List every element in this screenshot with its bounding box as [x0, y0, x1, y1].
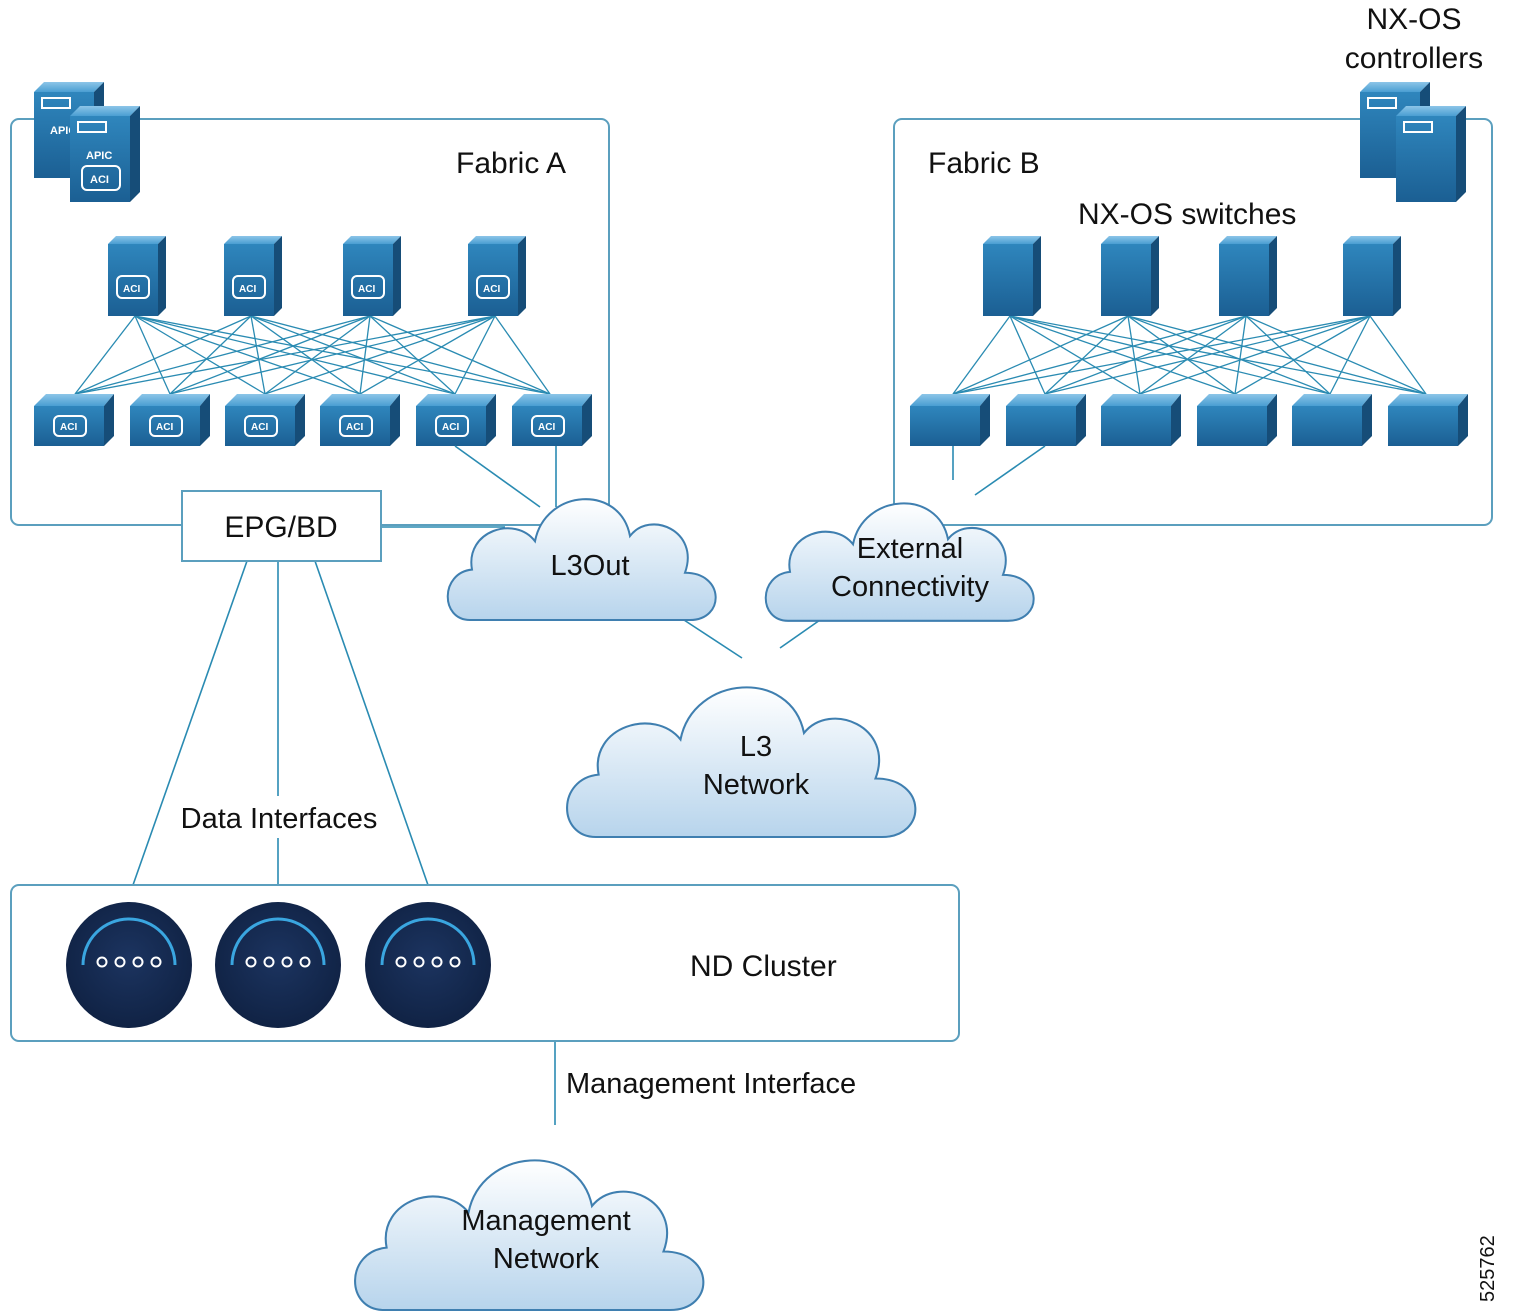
fabric-a-leaf-2: ACI [130, 394, 210, 446]
fabric-b-leaf-4 [1197, 394, 1277, 446]
apic-controller-2-tag: APIC [86, 150, 112, 162]
fabric-b-spine-1 [983, 236, 1041, 316]
fabric-a-spine-3: ACI [343, 236, 401, 316]
fabric-a-spine-3-tag: ACI [358, 284, 375, 295]
fabric-a-spine-1: ACI [108, 236, 166, 316]
l3-network-label-line1: L3 [740, 731, 772, 763]
external-connectivity-label-line1: External [857, 533, 963, 565]
fabric-a-leaf-1-tag: ACI [60, 422, 77, 433]
fabric-b-switches-label: NX-OS switches [1078, 198, 1296, 231]
nd-cluster-label: ND Cluster [690, 950, 837, 983]
fabric-a-spine-4: ACI [468, 236, 526, 316]
fabric-a-leaf-1: ACI [34, 394, 114, 446]
apic-controller-1-tag: APIC [50, 125, 76, 137]
epg-bd-box [181, 490, 382, 562]
nxos-controllers-label-line1: NX-OS [1366, 3, 1461, 36]
fabric-b-leaf-3 [1101, 394, 1181, 446]
fabric-b-spine-4 [1343, 236, 1401, 316]
fabric-a-leaf-3-tag: ACI [251, 422, 268, 433]
fabric-a-leaf-6-tag: ACI [538, 422, 555, 433]
nd-node-1 [66, 902, 192, 1028]
fabric-b-leaf-1 [910, 394, 990, 446]
fabric-a-leaf-5: ACI [416, 394, 496, 446]
management-network-label-line2: Network [493, 1243, 600, 1275]
fabric-b-spine-2 [1101, 236, 1159, 316]
fabric-a-leaf-4: ACI [320, 394, 400, 446]
l3out-cloud-label: L3Out [551, 550, 630, 582]
fabric-a-leaf-6: ACI [512, 394, 592, 446]
apic-controller-2: APIC ACI [70, 106, 140, 202]
epg-bd-label: EPG/BD [224, 511, 337, 544]
fabric-a-leaf-3: ACI [225, 394, 305, 446]
figure-id-label: 525762 [1477, 1235, 1499, 1302]
fabric-b-leaf-6 [1388, 394, 1468, 446]
external-connectivity-label-line2: Connectivity [831, 571, 989, 603]
nd-node-3 [365, 902, 491, 1028]
fabric-a-title: Fabric A [456, 147, 566, 180]
fabric-a-mesh-links [74, 315, 551, 395]
data-interfaces-label: Data Interfaces [181, 803, 378, 835]
fabric-a-leaf-5-tag: ACI [442, 422, 459, 433]
fabric-a-leaf-2-tag: ACI [156, 422, 173, 433]
nxos-controller-2 [1396, 106, 1466, 202]
nd-node-2 [215, 902, 341, 1028]
fabric-b-mesh-links [952, 315, 1427, 395]
management-network-label-line1: Management [461, 1205, 630, 1237]
fabric-b-leaf-5 [1292, 394, 1372, 446]
management-interface-label: Management Interface [566, 1068, 856, 1100]
fabric-a-spine-2-tag: ACI [239, 284, 256, 295]
fabric-b-leaf-2 [1006, 394, 1086, 446]
data-interfaces-label-bg [168, 796, 390, 838]
fabric-a-leaf-4-tag: ACI [346, 422, 363, 433]
apic-controller-2-aci-tag: ACI [90, 174, 109, 186]
nxos-controllers-label-line2: controllers [1345, 42, 1483, 75]
fabric-a-spine-2: ACI [224, 236, 282, 316]
fabric-a-spine-1-tag: ACI [123, 284, 140, 295]
fabric-b-title: Fabric B [928, 147, 1040, 180]
l3-network-label-line2: Network [703, 769, 810, 801]
fabric-b-frame [893, 118, 1493, 526]
fabric-a-spine-4-tag: ACI [483, 284, 500, 295]
fabric-b-spine-3 [1219, 236, 1277, 316]
